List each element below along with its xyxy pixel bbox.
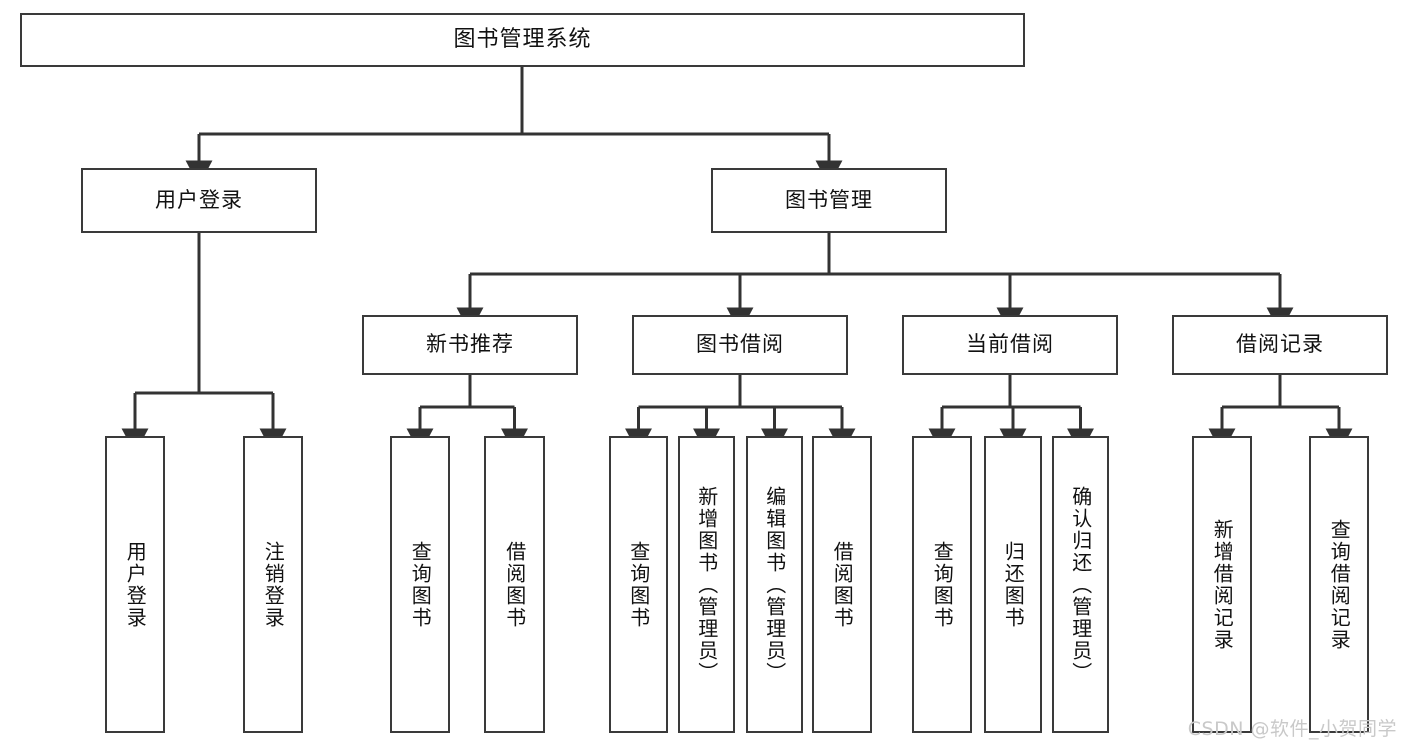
node-label: 借阅记录 — [1236, 332, 1324, 357]
leaf-label: 查询图书 — [408, 540, 433, 629]
leaf-label: 查询图书 — [626, 540, 651, 629]
leaf-leaf-user-logout[interactable]: 注销登录 — [243, 436, 303, 733]
leaf-leaf-add-borrow-record[interactable]: 新增借阅记录 — [1192, 436, 1252, 733]
node-label: 新书推荐 — [426, 332, 514, 357]
leaf-leaf-borrow-book-1[interactable]: 借阅图书 — [484, 436, 545, 733]
leaf-label: 归还图书 — [1001, 540, 1026, 629]
leaf-label: 查询借阅记录 — [1327, 518, 1352, 651]
node-borrow-record[interactable]: 借阅记录 — [1172, 315, 1388, 375]
node-current-borrow[interactable]: 当前借阅 — [902, 315, 1118, 375]
node-label: 当前借阅 — [966, 332, 1054, 357]
node-new-book-recommend[interactable]: 新书推荐 — [362, 315, 578, 375]
node-root[interactable]: 图书管理系统 — [20, 13, 1025, 67]
leaf-leaf-user-login[interactable]: 用户登录 — [105, 436, 165, 733]
leaf-leaf-edit-book-admin[interactable]: 编辑图书（管理员） — [746, 436, 803, 733]
node-user-login[interactable]: 用户登录 — [81, 168, 317, 233]
leaf-leaf-query-borrow-record[interactable]: 查询借阅记录 — [1309, 436, 1369, 733]
leaf-leaf-add-book-admin[interactable]: 新增图书（管理员） — [678, 436, 735, 733]
leaf-label: 借阅图书 — [502, 540, 527, 629]
leaf-label: 新增图书（管理员） — [694, 485, 719, 684]
leaf-label: 注销登录 — [261, 540, 286, 629]
leaf-leaf-confirm-return-admin[interactable]: 确认归还（管理员） — [1052, 436, 1109, 733]
leaf-label: 查询图书 — [930, 540, 955, 629]
node-label: 图书管理 — [785, 187, 873, 212]
leaf-leaf-query-book-1[interactable]: 查询图书 — [390, 436, 450, 733]
leaf-label: 用户登录 — [123, 540, 148, 629]
leaf-leaf-query-book-3[interactable]: 查询图书 — [912, 436, 972, 733]
leaf-label: 编辑图书（管理员） — [762, 485, 787, 684]
leaf-leaf-query-book-2[interactable]: 查询图书 — [609, 436, 668, 733]
leaf-label: 新增借阅记录 — [1210, 518, 1235, 651]
node-label: 图书借阅 — [696, 332, 784, 357]
node-root-label: 图书管理系统 — [453, 26, 592, 52]
leaf-label: 借阅图书 — [830, 540, 855, 629]
node-label: 用户登录 — [155, 187, 243, 212]
leaf-label: 确认归还（管理员） — [1068, 485, 1093, 684]
leaf-leaf-return-book[interactable]: 归还图书 — [984, 436, 1042, 733]
leaf-leaf-borrow-book-2[interactable]: 借阅图书 — [812, 436, 872, 733]
node-book-borrow[interactable]: 图书借阅 — [632, 315, 848, 375]
node-book-manage[interactable]: 图书管理 — [711, 168, 947, 233]
